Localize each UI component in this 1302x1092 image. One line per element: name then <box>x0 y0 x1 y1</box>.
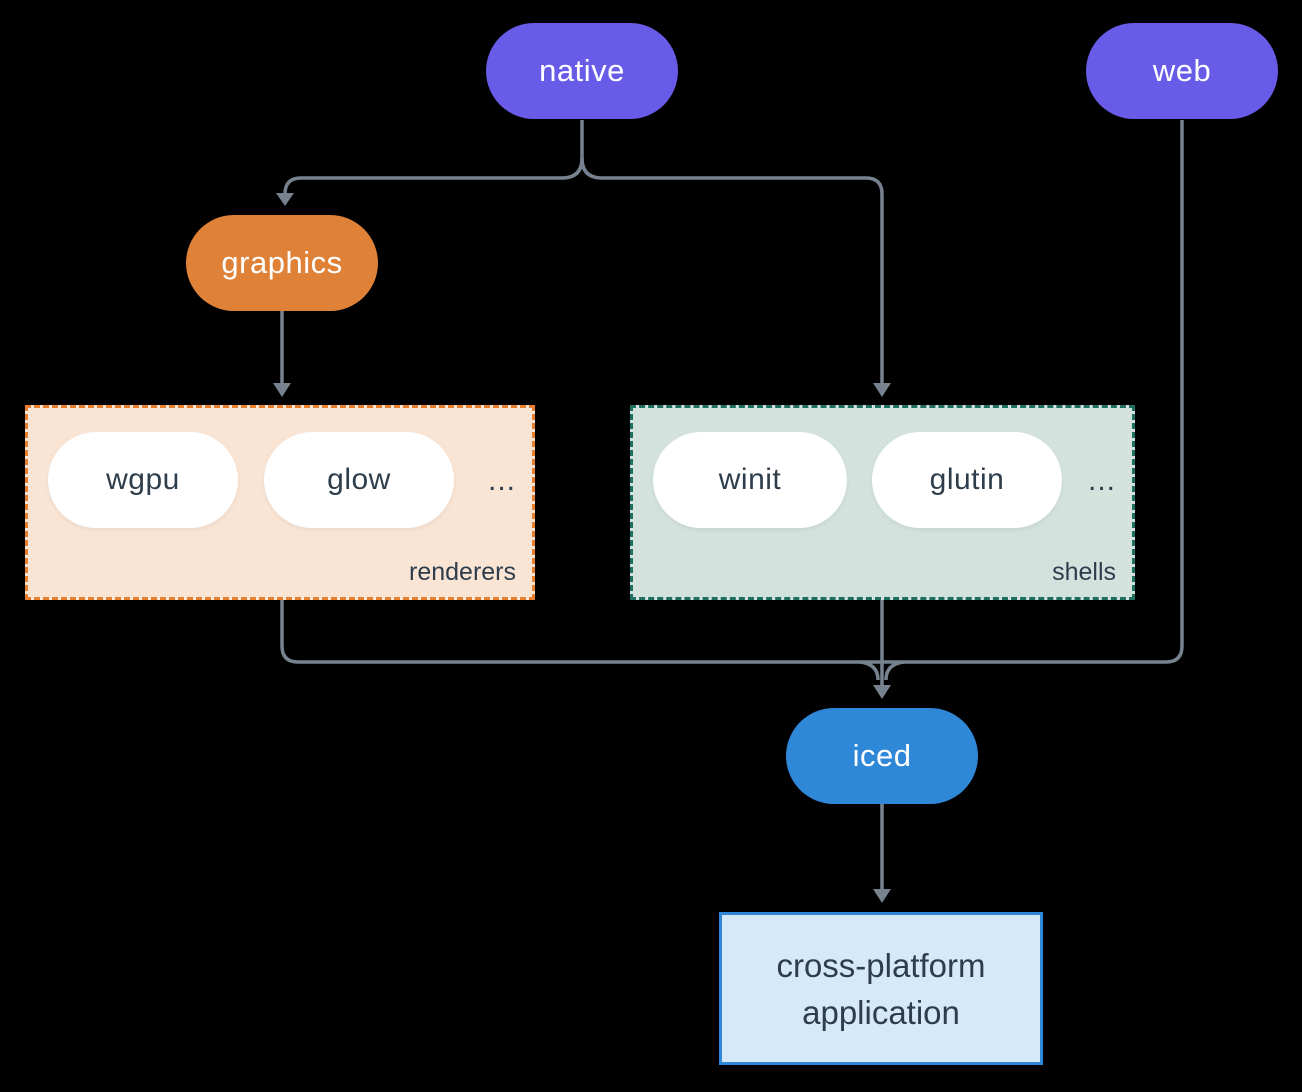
renderers-group-label: renderers <box>409 558 516 586</box>
edge-renderers-web-bus <box>280 120 1184 664</box>
node-graphics-label: graphics <box>221 245 343 280</box>
node-glow: glow <box>264 432 454 528</box>
edge-merge-fillet-right <box>884 660 905 681</box>
edge-native-shells <box>580 157 884 384</box>
shells-ellipsis: ... <box>1087 464 1116 497</box>
node-winit: winit <box>653 432 847 528</box>
arrowhead-into-iced <box>873 685 891 699</box>
node-iced: iced <box>786 708 978 804</box>
node-wgpu: wgpu <box>48 432 238 528</box>
node-native: native <box>486 23 678 119</box>
arrowhead-into-shells <box>873 383 891 397</box>
edge-merge-fillet-left <box>859 660 880 681</box>
node-application: cross-platform application <box>719 912 1043 1065</box>
application-label-line1: cross-platform <box>776 946 986 984</box>
node-winit-label: winit <box>718 463 782 496</box>
shells-group-label: shells <box>1052 558 1116 586</box>
arrowhead-into-graphics <box>276 193 294 206</box>
node-graphics: graphics <box>186 215 378 311</box>
node-native-label: native <box>539 53 625 88</box>
arrowhead-into-renderers <box>273 383 291 397</box>
node-web-label: web <box>1152 53 1212 88</box>
group-shells: winit glutin ... shells <box>630 405 1135 600</box>
node-glutin: glutin <box>872 432 1062 528</box>
renderers-ellipsis: ... <box>487 464 516 497</box>
edge-native-graphics <box>283 120 584 195</box>
node-glutin-label: glutin <box>929 463 1005 496</box>
node-wgpu-label: wgpu <box>106 463 180 496</box>
application-label-line2: application <box>802 993 960 1031</box>
node-iced-label: iced <box>852 738 912 773</box>
node-web: web <box>1086 23 1278 119</box>
arrowhead-into-application <box>873 889 891 903</box>
group-renderers: wgpu glow ... renderers <box>25 405 535 600</box>
node-glow-label: glow <box>327 463 391 496</box>
